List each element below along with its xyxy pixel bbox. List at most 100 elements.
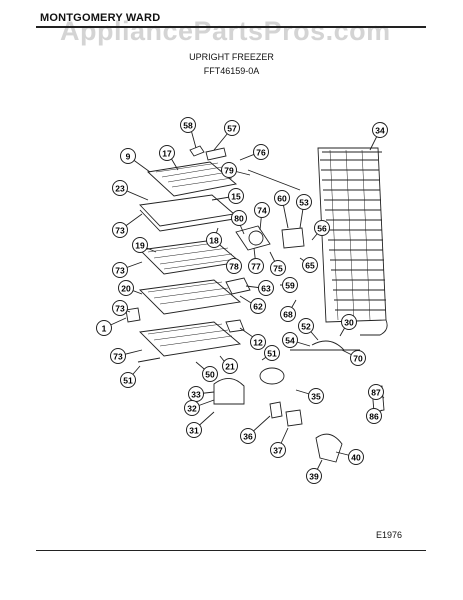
callout-label: 33 [191, 390, 201, 400]
callout-51: 51 [120, 372, 136, 388]
callout-53: 53 [296, 194, 312, 210]
callout-label: 50 [205, 370, 215, 380]
callout-63: 63 [258, 280, 274, 296]
part-79 [247, 169, 301, 191]
diagram-code: E1976 [376, 530, 403, 540]
callout-label: 12 [253, 338, 263, 348]
callout-52: 52 [298, 318, 314, 334]
callout-18: 18 [206, 232, 222, 248]
footer-rule [36, 550, 426, 551]
condenser-coil [317, 147, 388, 336]
part-58 [189, 145, 205, 157]
callout-label: 68 [283, 310, 293, 320]
callout-label: 15 [231, 192, 241, 202]
callout-label: 20 [121, 284, 131, 294]
callout-label: 60 [277, 194, 287, 204]
part-53 [281, 227, 305, 249]
callout-label: 56 [317, 224, 327, 234]
callout-label: 1 [102, 324, 107, 334]
part-1 [125, 307, 141, 323]
callout-73: 73 [110, 348, 126, 364]
drain-pan [315, 433, 343, 463]
callout-34: 34 [372, 122, 388, 138]
callout-32: 32 [184, 400, 200, 416]
evaporator-fan [235, 225, 271, 251]
callout-31: 31 [186, 422, 202, 438]
callout-label: 36 [243, 432, 253, 442]
shelf-bottom [139, 321, 242, 357]
callout-label: 37 [273, 446, 283, 456]
callout-label: 9 [126, 152, 131, 162]
callout-label: 74 [257, 206, 267, 216]
callout-77: 77 [248, 258, 264, 274]
shelf-crisper [139, 194, 236, 232]
callout-label: 77 [251, 262, 261, 272]
callout-label: 51 [123, 376, 133, 386]
callout-label: 73 [115, 304, 125, 314]
header-rule [36, 26, 426, 28]
callout-79: 79 [221, 162, 237, 178]
callout-label: 86 [369, 412, 379, 422]
part-62 [225, 277, 251, 295]
callout-label: 73 [115, 266, 125, 276]
callout-30: 30 [341, 314, 357, 330]
callout-label: 19 [135, 241, 145, 251]
watermark: AppliancePartsPros.com [60, 16, 391, 46]
shelf-mid [139, 239, 242, 275]
callout-label: 21 [225, 362, 235, 372]
callout-label: 62 [253, 302, 263, 312]
callout-21: 21 [222, 358, 238, 374]
callout-label: 39 [309, 472, 319, 482]
callout-label: 73 [115, 226, 125, 236]
callout-59: 59 [282, 277, 298, 293]
relay [269, 401, 283, 419]
callout-label: 57 [227, 124, 237, 134]
brand-name: MONTGOMERY WARD [40, 12, 161, 24]
callout-15: 15 [228, 188, 244, 204]
callout-9: 9 [120, 148, 136, 164]
callout-54: 54 [282, 332, 298, 348]
callout-label: 18 [209, 236, 219, 246]
callout-23: 23 [112, 180, 128, 196]
callout-label: 54 [285, 336, 295, 346]
callout-label: 73 [113, 352, 123, 362]
callout-33: 33 [188, 386, 204, 402]
callout-86: 86 [366, 408, 382, 424]
callout-label: 79 [224, 166, 234, 176]
callout-20: 20 [118, 280, 134, 296]
callout-40: 40 [348, 449, 364, 465]
callout-37: 37 [270, 442, 286, 458]
shelf-lower [139, 279, 242, 315]
callout-36: 36 [240, 428, 256, 444]
callout-label: 52 [301, 322, 311, 332]
callout-label: 87 [371, 388, 381, 398]
callout-17: 17 [159, 145, 175, 161]
callout-76: 76 [253, 144, 269, 160]
callout-75: 75 [270, 260, 286, 276]
callout-12: 12 [250, 334, 266, 350]
callout-62: 62 [250, 298, 266, 314]
callout-19: 19 [132, 237, 148, 253]
callout-label: 63 [261, 284, 271, 294]
callout-label: 40 [351, 453, 361, 463]
compressor [213, 378, 245, 405]
callout-39: 39 [306, 468, 322, 484]
drier [259, 367, 285, 385]
part-12 [225, 319, 245, 333]
part-57 [205, 147, 227, 161]
callout-35: 35 [308, 388, 324, 404]
callout-label: 58 [183, 121, 193, 131]
callout-73: 73 [112, 262, 128, 278]
callout-label: 30 [344, 318, 354, 328]
callout-73: 73 [112, 222, 128, 238]
callout-65: 65 [302, 257, 318, 273]
callout-label: 34 [375, 126, 385, 136]
callout-label: 51 [267, 349, 277, 359]
callout-60: 60 [274, 190, 290, 206]
callout-label: 75 [273, 264, 283, 274]
callout-80: 80 [231, 210, 247, 226]
callout-74: 74 [254, 202, 270, 218]
callout-label: 78 [229, 262, 239, 272]
callout-50: 50 [202, 366, 218, 382]
callout-73: 73 [112, 300, 128, 316]
